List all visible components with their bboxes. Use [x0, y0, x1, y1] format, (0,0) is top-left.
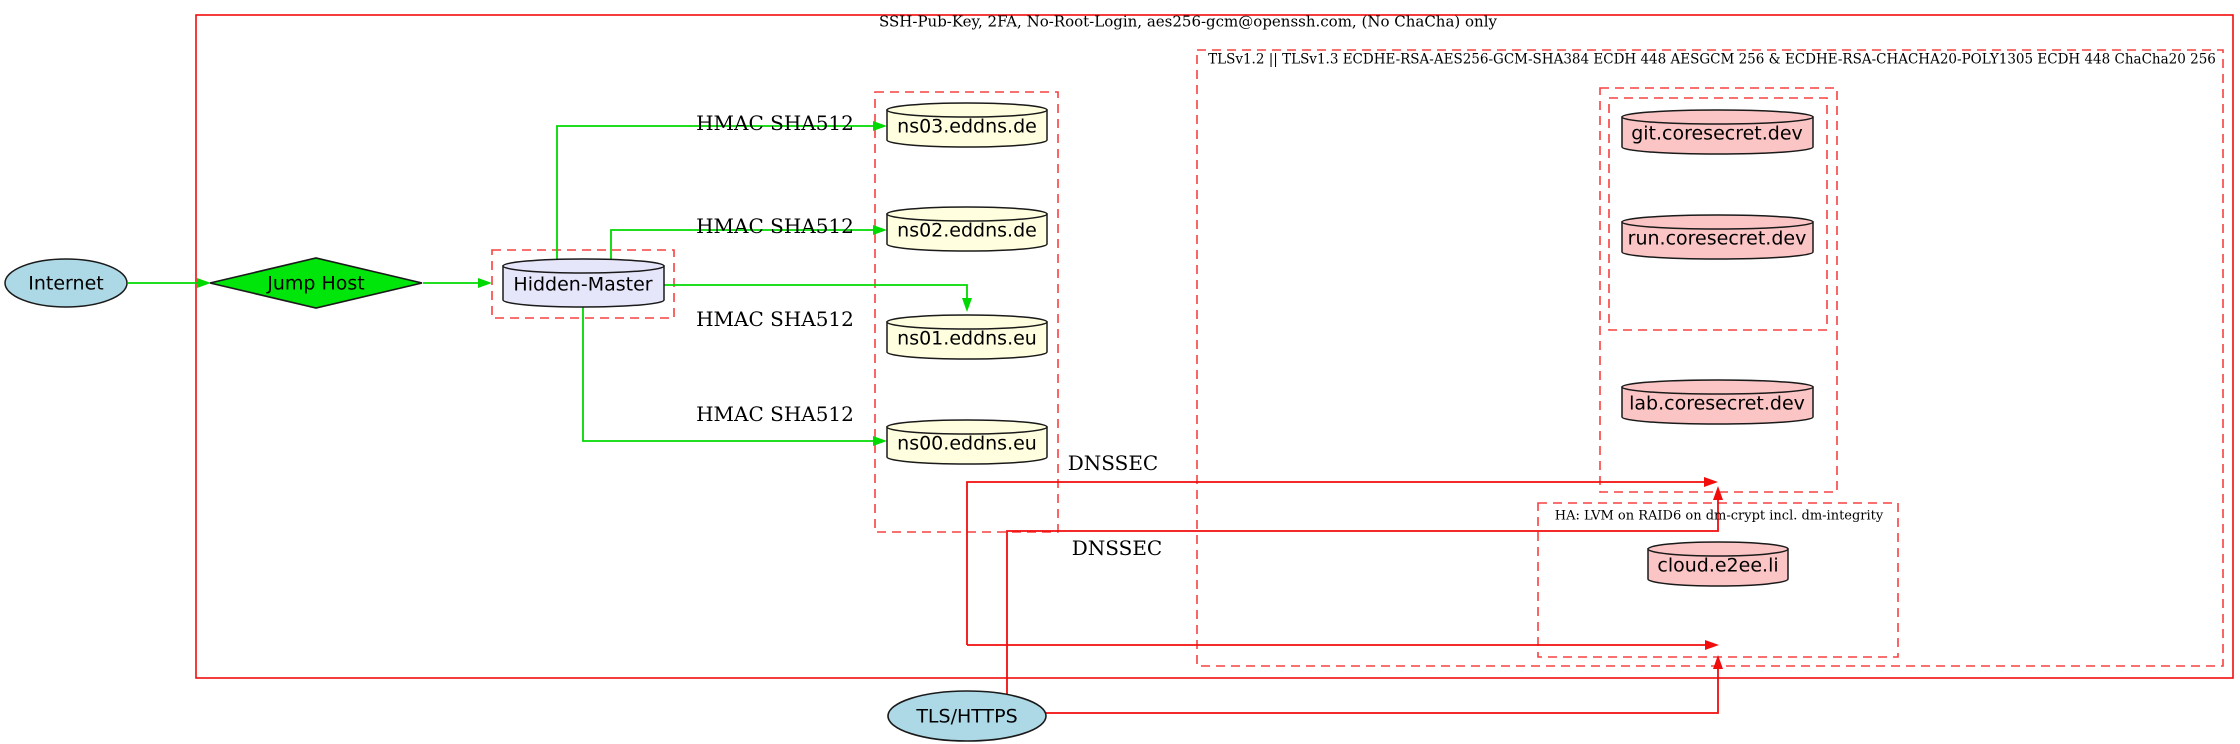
green-edges	[128, 125, 968, 442]
cluster-ha-label: HA: LVM on RAID6 on dm-crypt incl. dm-in…	[1554, 508, 1884, 524]
edge-dnssec-to-coresecret	[966, 481, 1705, 645]
ns02-node-shape	[886, 206, 1048, 252]
ns00-node-label: ns00.eddns.eu	[897, 432, 1037, 455]
red-edges	[966, 481, 1719, 714]
arrowhead-ha-right	[1705, 640, 1719, 650]
tls-https-node-shape	[887, 690, 1047, 742]
run-node-label: run.coresecret.dev	[1627, 227, 1807, 250]
edge-label-hmac-ns02: HMAC SHA512	[696, 214, 854, 238]
git-node-shape	[1621, 109, 1814, 155]
cluster-tls-label: TLSv1.2 || TLSv1.3 ECDHE-RSA-AES256-GCM-…	[1208, 51, 2216, 68]
lab-cylinder-body	[1621, 386, 1814, 425]
edge-hiddenmaster-ns00	[582, 307, 874, 442]
lab-cylinder-top	[1621, 379, 1814, 395]
arrowhead-jumphost	[197, 278, 211, 288]
hidden-master-cylinder-top	[502, 258, 665, 274]
ns03-cylinder-top	[886, 102, 1048, 118]
git-cylinder-body	[1621, 116, 1814, 155]
cloud-cylinder-body	[1647, 548, 1789, 587]
arrowhead-coresecret-right	[1704, 477, 1718, 487]
hidden-master-node-shape	[502, 258, 665, 308]
jump-host-node-label: Jump Host	[267, 272, 365, 295]
cluster-eddns-box	[874, 91, 1059, 533]
internet-node-shape	[4, 258, 128, 308]
edge-label-hmac-ns01: HMAC SHA512	[696, 307, 854, 331]
jump-host-node-shape	[209, 257, 423, 309]
cluster-hidden-master-box	[491, 249, 675, 319]
hidden-master-cylinder-body	[502, 265, 665, 308]
edge-label-dnssec-1: DNSSEC	[1067, 451, 1159, 475]
internet-node-label: Internet	[28, 272, 104, 295]
run-cylinder-body	[1621, 221, 1814, 260]
cluster-coresecret-inner-box	[1608, 97, 1828, 331]
lab-node-label: lab.coresecret.dev	[1629, 392, 1805, 415]
ns00-cylinder-body	[886, 426, 1048, 465]
arrowhead-hiddenmaster	[478, 278, 492, 288]
edge-label-dnssec-2: DNSSEC	[1071, 536, 1163, 560]
ns03-node-shape	[886, 102, 1048, 148]
ns00-cylinder-top	[886, 419, 1048, 435]
run-node-shape	[1621, 214, 1814, 260]
git-node-label: git.coresecret.dev	[1631, 122, 1803, 145]
cluster-outer-ssh-label: SSH-Pub-Key, 2FA, No-Root-Login, aes256-…	[879, 12, 1497, 31]
ns01-cylinder-body	[886, 321, 1048, 360]
arrowhead-ns03	[873, 121, 887, 131]
edge-label-hmac-ns03: HMAC SHA512	[696, 111, 854, 135]
git-cylinder-top	[1621, 109, 1814, 125]
lab-node-shape	[1621, 379, 1814, 425]
ns03-cylinder-body	[886, 109, 1048, 148]
arrowhead-ns02	[873, 225, 887, 235]
ns01-node-shape	[886, 314, 1048, 360]
ns01-node-label: ns01.eddns.eu	[897, 327, 1037, 350]
ns03-node-label: ns03.eddns.de	[897, 115, 1037, 138]
ns02-node-label: ns02.eddns.de	[897, 219, 1037, 242]
arrowhead-ha-up	[1713, 655, 1723, 669]
cluster-outer-ssh-box	[195, 14, 2234, 679]
tls-https-node-label: TLS/HTTPS	[916, 705, 1018, 728]
ns02-cylinder-top	[886, 206, 1048, 222]
ns02-cylinder-body	[886, 213, 1048, 252]
cloud-cylinder-top	[1647, 541, 1789, 557]
ns01-cylinder-top	[886, 314, 1048, 330]
cloud-node-label: cloud.e2ee.li	[1657, 554, 1779, 577]
cluster-coresecret-outer-box	[1599, 87, 1838, 493]
edge-tlshttps-to-ha	[1045, 668, 1719, 714]
green-arrowheads	[197, 121, 972, 446]
edge-hiddenmaster-ns03	[556, 125, 874, 259]
edge-label-hmac-ns00: HMAC SHA512	[696, 402, 854, 426]
cluster-tls-box	[1196, 49, 2224, 667]
arrowhead-ns01	[962, 298, 972, 312]
edge-hiddenmaster-ns02	[610, 229, 874, 259]
edge-tlshttps-to-coresecret	[1006, 499, 1719, 694]
arrowhead-coresecret-up	[1713, 486, 1723, 500]
arrowhead-ns00	[873, 436, 887, 446]
cloud-node-shape	[1647, 541, 1789, 587]
edge-hiddenmaster-ns01	[664, 284, 968, 299]
hidden-master-node-label: Hidden-Master	[513, 273, 653, 296]
ns00-node-shape	[886, 419, 1048, 465]
run-cylinder-top	[1621, 214, 1814, 230]
red-arrowheads	[1704, 477, 1723, 669]
